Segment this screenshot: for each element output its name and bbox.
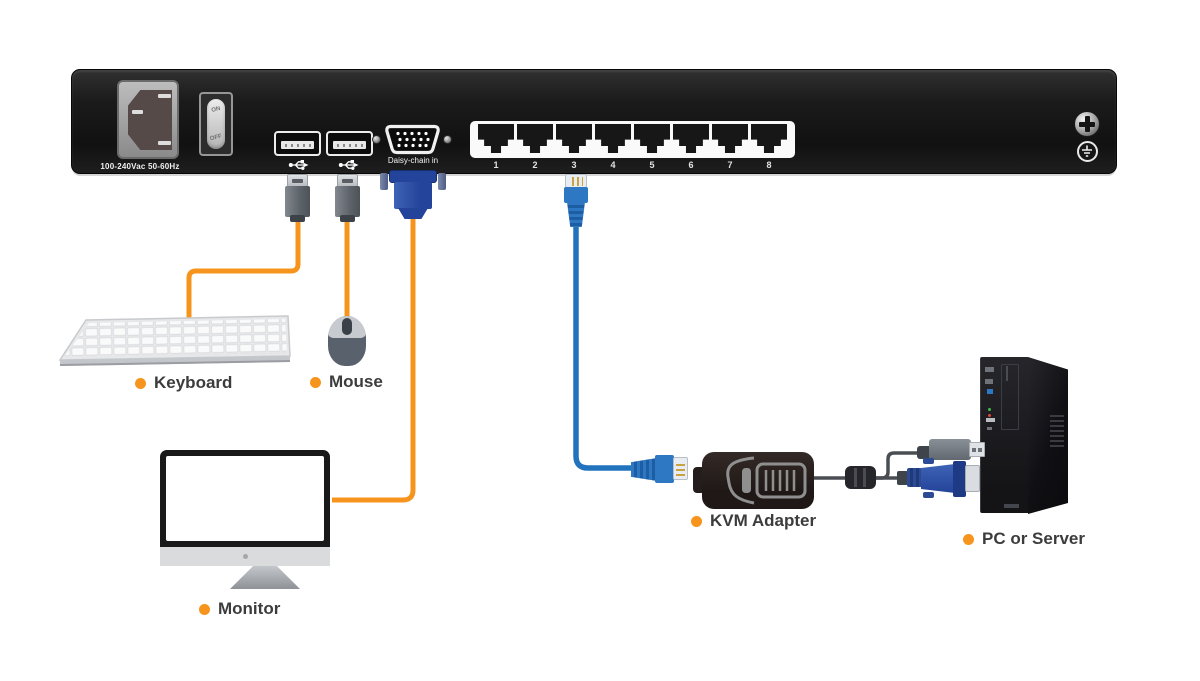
keyboard-cable — [186, 218, 301, 318]
kvm-adapter-label: KVM Adapter — [691, 511, 816, 531]
usb-icon — [338, 160, 359, 170]
power-rocker: ON OFF — [207, 99, 225, 149]
ground-terminal-icon — [1077, 141, 1098, 162]
switch-on-label: ON — [210, 106, 222, 114]
power-led — [988, 408, 991, 411]
rj45-port — [595, 124, 631, 153]
mouse-usb-plug — [335, 186, 360, 217]
pc-tower-front — [980, 357, 1028, 513]
power-inlet — [117, 80, 179, 159]
mouse-illustration — [328, 316, 366, 366]
daisy-chain-vga-port — [385, 124, 440, 155]
pc-usb3-port — [987, 389, 993, 394]
orange-dot-icon — [963, 533, 974, 545]
monitor-chin — [160, 547, 330, 566]
orange-dot-icon — [310, 376, 321, 388]
rj45-plug-top — [565, 174, 587, 188]
port-screw-right — [443, 135, 452, 144]
phillips-screw-icon — [1074, 111, 1100, 137]
monitor-label: Monitor — [199, 599, 280, 619]
rj45-port-bank — [470, 121, 795, 158]
pc-vents — [1050, 415, 1064, 449]
keyboard-illustration — [58, 315, 291, 366]
rj45-port-numbers: 1 2 3 4 5 6 7 8 — [493, 160, 772, 170]
rj45-port — [556, 124, 592, 153]
ferrite-bead — [845, 466, 876, 489]
keyboard-usb-plug — [285, 186, 310, 217]
usb-icon — [288, 160, 309, 170]
power-inlet-socket — [128, 90, 172, 150]
power-switch: ON OFF — [199, 92, 233, 156]
switch-off-label: OFF — [209, 133, 223, 143]
pc-or-server-label: PC or Server — [963, 529, 1085, 549]
orange-dot-icon — [691, 515, 702, 527]
orange-dot-icon — [135, 377, 146, 389]
pc-vga-plug — [921, 464, 955, 493]
usb-port-1 — [274, 131, 321, 156]
rj45-port — [673, 124, 709, 153]
monitor-screen — [166, 456, 324, 541]
orange-dot-icon — [199, 603, 210, 615]
pc-logo — [1004, 504, 1019, 508]
cat5-cable — [573, 222, 636, 471]
usb-port-2 — [326, 131, 373, 156]
mouse-scroll-button — [342, 318, 352, 335]
optical-drive-bay — [1001, 364, 1019, 430]
mouse-label: Mouse — [310, 372, 383, 392]
rj45-port — [712, 124, 748, 153]
power-rating-text: 100-240Vac 50-60Hz — [100, 162, 180, 171]
port-screw-left — [372, 135, 381, 144]
rj45-port — [478, 124, 514, 153]
pc-tower-side — [1028, 357, 1068, 514]
pc-usb-plug — [929, 439, 971, 460]
rj45-port — [751, 124, 787, 153]
daisy-chain-label: Daisy-chain in — [387, 156, 439, 165]
rj45-port — [634, 124, 670, 153]
hdd-led — [988, 414, 991, 417]
monitor-stand — [230, 566, 300, 589]
rj45-plug-adapter — [631, 458, 657, 481]
keyboard-label: Keyboard — [135, 373, 232, 393]
kvm-adapter-illustration — [702, 452, 814, 509]
rj45-port — [517, 124, 553, 153]
monitor-illustration — [160, 450, 330, 547]
monitor-cable — [332, 216, 416, 503]
